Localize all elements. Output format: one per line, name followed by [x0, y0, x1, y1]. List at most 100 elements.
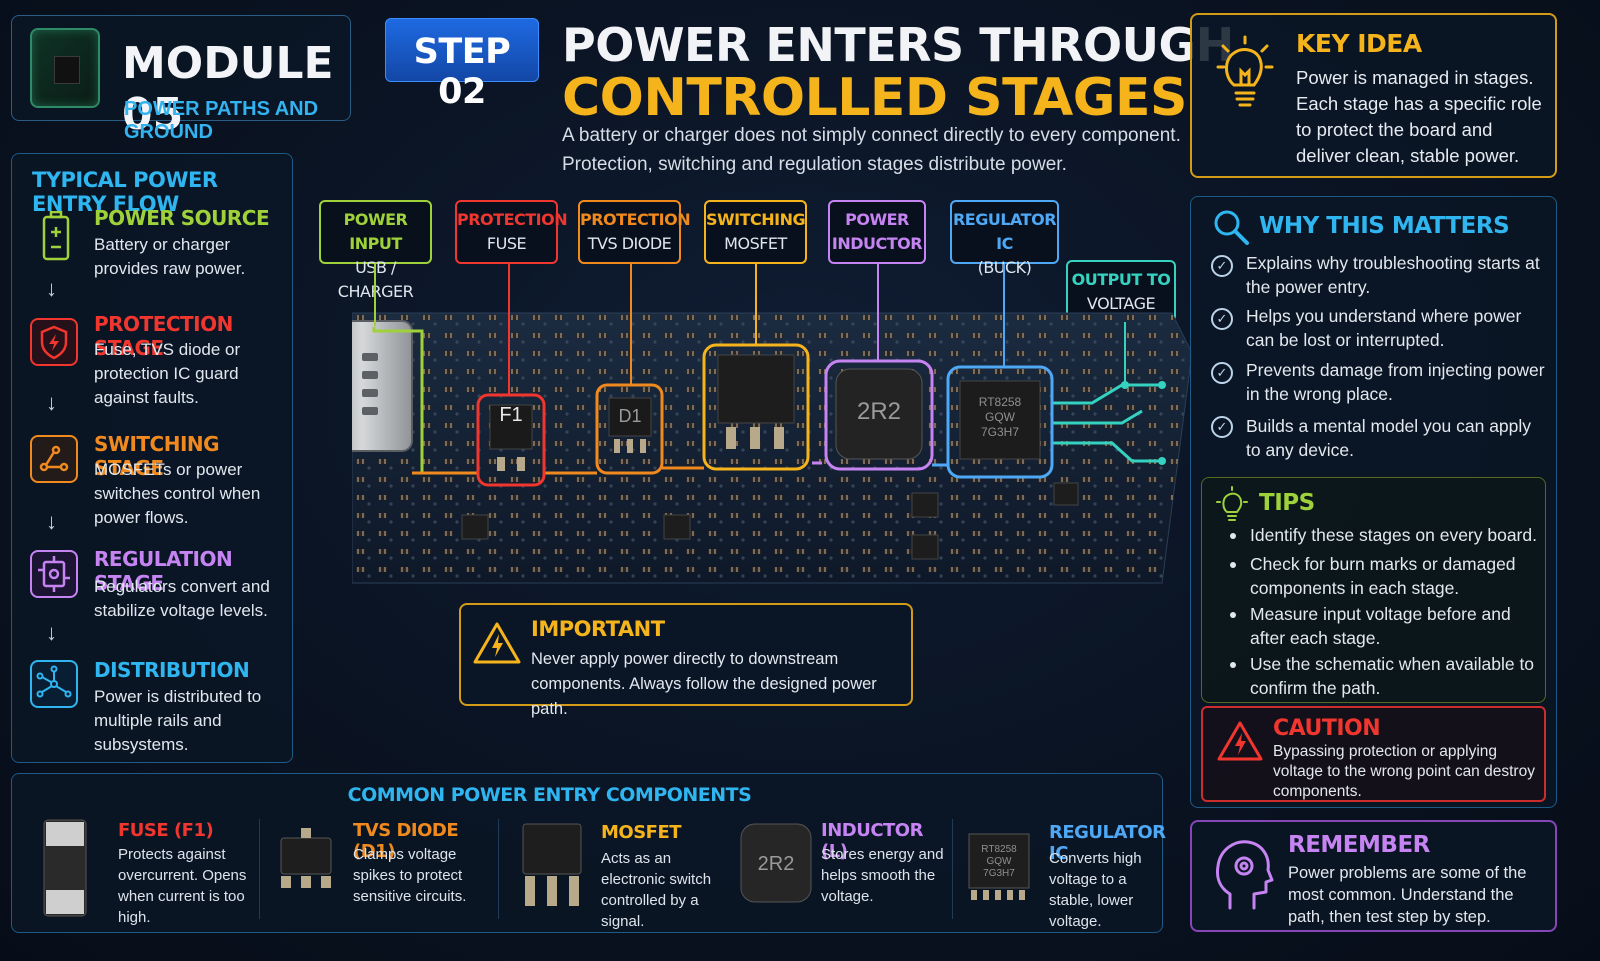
brain-head-icon	[1216, 840, 1274, 910]
important-title: IMPORTANT	[531, 617, 665, 641]
bullet-icon	[1230, 533, 1236, 539]
callout-leader	[1124, 322, 1126, 386]
callout-leader	[374, 264, 376, 326]
magnifier-icon	[1214, 210, 1249, 245]
ic-marking-2: GQW	[985, 410, 1016, 424]
ic-icon-marking-1: RT8258	[981, 844, 1017, 855]
pcb-board: F1 D1 2R2 RT8258 GQW 7G3H7	[352, 312, 1192, 584]
tip-item: Identify these stages on every board.	[1250, 525, 1537, 545]
intro-line-2: Protection, switching and regulation sta…	[562, 154, 1067, 175]
callout-title: PROTECTION	[580, 210, 691, 229]
why-item: Prevents damage from injecting power in …	[1246, 360, 1545, 404]
flow-stage-text: Power is distributed to multiple rails a…	[94, 687, 262, 754]
caution-text: Bypassing protection or applying voltage…	[1273, 743, 1535, 800]
distribution-icon	[30, 660, 78, 708]
tvs-diode-highlight	[595, 383, 664, 475]
callout-leader	[630, 264, 632, 384]
check-icon: ✓	[1211, 308, 1233, 330]
key-idea-text: Power is managed in stages. Each stage h…	[1296, 67, 1542, 166]
ic-marking-1: RT8258	[979, 395, 1022, 409]
key-idea-panel: KEY IDEA Power is managed in stages. Eac…	[1190, 13, 1557, 178]
flow-stage-title: REGULATION STAGE	[94, 547, 233, 595]
flow-stage-text: Regulators convert and stabilize voltage…	[94, 577, 270, 620]
intro-line-1: A battery or charger does not simply con…	[562, 125, 1181, 146]
inductor-component-icon: 2R2	[740, 823, 812, 903]
flow-stage-title: DISTRIBUTION	[94, 658, 250, 682]
bullet-icon	[1230, 562, 1236, 568]
check-icon: ✓	[1211, 416, 1233, 438]
callout-subtitle: FUSE	[486, 234, 527, 253]
remember-panel: REMEMBER Power problems are some of the …	[1190, 820, 1557, 932]
important-text: Never apply power directly to downstream…	[531, 650, 877, 718]
callout-leader	[877, 264, 879, 362]
diode-marking: D1	[618, 406, 641, 426]
tips-panel: TIPS Identify these stages on every boar…	[1201, 477, 1546, 703]
caution-title: CAUTION	[1273, 716, 1381, 741]
important-panel: IMPORTANT Never apply power directly to …	[459, 603, 913, 718]
ic-icon-marking-3: 7G3H7	[983, 868, 1015, 879]
callout-fuse: PROTECTION FUSE	[455, 200, 568, 264]
page-title-highlight: CONTROLLED STAGES	[562, 68, 1187, 128]
component-title: TVS DIODE (D1)	[353, 820, 459, 862]
fuse-component-icon	[43, 819, 87, 917]
caution-panel: CAUTION Bypassing protection or applying…	[1201, 706, 1546, 802]
divider	[498, 819, 499, 919]
component-title: INDUCTOR (L)	[821, 820, 923, 862]
step-badge: STEP 02	[385, 18, 539, 112]
flow-stage-text: MOSFETs or power switches control when p…	[94, 460, 261, 527]
tip-bulb-icon	[1216, 486, 1248, 521]
tips-title: TIPS	[1259, 490, 1315, 516]
callout-leader	[755, 264, 757, 346]
key-idea-title: KEY IDEA	[1296, 29, 1422, 58]
bullet-icon	[1230, 612, 1236, 618]
callout-title: SWITCHING	[706, 210, 806, 229]
why-item: Builds a mental model you can apply to a…	[1246, 416, 1532, 460]
tip-item: Check for burn marks or damaged componen…	[1250, 554, 1516, 598]
common-components-panel: COMMON POWER ENTRY COMPONENTS FUSE (F1) …	[11, 773, 1166, 933]
bullet-icon	[1230, 662, 1236, 668]
power-flow-panel: TYPICAL POWER ENTRY FLOW POWER SOURCE Ba…	[11, 153, 293, 763]
arrow-down-icon: ↓	[46, 390, 57, 415]
component-card-mosfet: MOSFET Acts as an electronic switch cont…	[507, 814, 732, 930]
module-header: MODULE 05 POWER PATHS AND GROUND	[11, 15, 351, 143]
component-card-fuse: FUSE (F1) Protects against overcurrent. …	[26, 814, 254, 929]
component-text: Converts high voltage to a stable, lower…	[1049, 850, 1142, 930]
inductor-highlight	[824, 359, 934, 471]
ic-icon-marking-2: GQW	[987, 856, 1013, 867]
check-icon: ✓	[1211, 362, 1233, 384]
shield-bolt-icon	[30, 318, 78, 366]
callout-power-input: POWER INPUT USB / CHARGER	[319, 200, 432, 301]
arrow-down-icon: ↓	[46, 276, 57, 301]
tip-item: Use the schematic when available to conf…	[1250, 654, 1535, 698]
ic-marking-3: 7G3H7	[981, 425, 1019, 439]
callout-subtitle: MOSFET	[724, 234, 787, 253]
callout-subtitle: INDUCTOR	[831, 234, 923, 253]
divider	[952, 819, 953, 919]
remember-title: REMEMBER	[1288, 832, 1430, 858]
component-text: Clamps voltage spikes to protect sensiti…	[353, 846, 467, 905]
diode-component-icon	[280, 828, 332, 888]
why-item: Explains why troubleshooting starts at t…	[1246, 253, 1540, 297]
callout-tvs-diode: PROTECTION TVS DIODE	[578, 200, 691, 264]
module-subtitle: POWER PATHS AND GROUND	[124, 98, 319, 143]
fuse-highlight	[476, 393, 546, 487]
callout-regulator: REGULATOR IC (BUCK)	[950, 200, 1059, 277]
component-title: FUSE (F1)	[118, 820, 214, 841]
regulator-highlight	[946, 365, 1054, 479]
flow-stage-text: Battery or charger provides raw power.	[94, 235, 246, 278]
module-title: MODULE 05	[122, 38, 334, 140]
check-icon: ✓	[1211, 255, 1233, 277]
divider	[259, 819, 260, 919]
fuse-marking: F1	[499, 404, 522, 426]
flow-title: TYPICAL POWER ENTRY FLOW	[32, 168, 218, 216]
callout-title: POWER INPUT	[343, 210, 408, 253]
mosfet-component-icon	[522, 823, 582, 906]
inductor-icon-marking: 2R2	[758, 853, 795, 875]
callout-title: PROTECTION	[457, 210, 568, 229]
arrow-down-icon: ↓	[46, 620, 57, 645]
component-card-tvs: TVS DIODE (D1) Clamps voltage spikes to …	[267, 814, 492, 929]
callout-output: OUTPUT TO VOLTAGE RAILS	[1066, 260, 1176, 337]
tip-item: Measure input voltage before and after e…	[1250, 604, 1511, 648]
circuit-chip-icon	[30, 28, 100, 108]
flow-stage-title: POWER SOURCE	[94, 206, 270, 230]
